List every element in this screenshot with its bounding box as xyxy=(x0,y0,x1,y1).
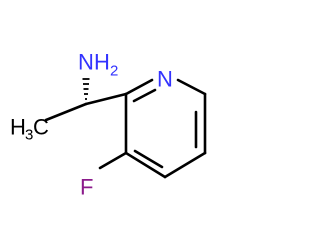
bond-n1-c6 xyxy=(176,78,207,96)
amine-subscript: 2 xyxy=(110,63,118,80)
methyl-c: C xyxy=(33,115,49,140)
molecule-structure: N H 2 H 3 C N F xyxy=(10,50,207,200)
bond-chiral-ring xyxy=(84,92,128,106)
label-amine: N H 2 xyxy=(78,50,118,80)
bond-c2-n1-inner xyxy=(132,88,157,103)
bond-c5-c4 xyxy=(163,151,207,179)
bond-c3-f xyxy=(98,151,128,170)
hashed-wedge-bond xyxy=(82,78,90,100)
label-methyl: H 3 C xyxy=(10,115,49,144)
bond-c2-n1 xyxy=(124,78,154,96)
ring-nitrogen: N xyxy=(157,67,173,92)
fluorine-atom: F xyxy=(80,175,93,200)
bond-c4-c3-inner xyxy=(133,149,164,169)
methyl-h: H xyxy=(10,115,26,140)
bonds xyxy=(44,78,207,179)
amine-h: H xyxy=(94,50,110,75)
methyl-subscript: 3 xyxy=(25,127,33,144)
amine-n: N xyxy=(78,50,94,75)
bond-chiral-methyl xyxy=(44,102,88,122)
bond-c4-c3 xyxy=(124,151,167,179)
